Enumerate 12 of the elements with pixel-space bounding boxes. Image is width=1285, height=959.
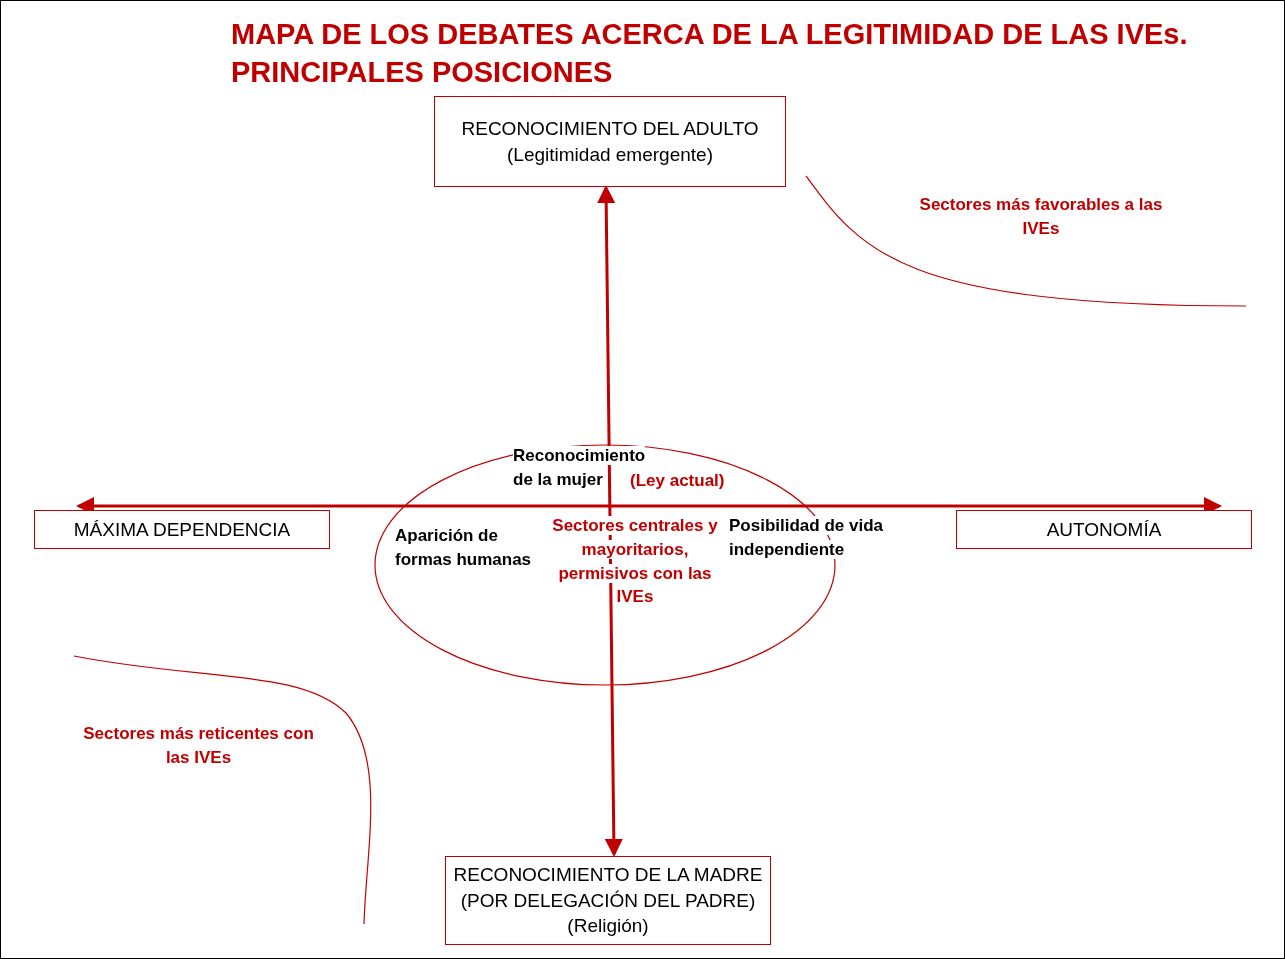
box-label: RECONOCIMIENTO DEL ADULTO [461,116,759,141]
category-box [434,96,786,187]
title: MAPA DE LOS DEBATES ACERCA DE LA LEGITIMIDAD DE LAS IVEs. PRINCIPALES POSICIONES [231,17,1189,90]
box-label: MÁXIMA DEPENDENCIA [73,517,291,542]
box-label: (Legitimidad emergente) [507,142,713,167]
category-box [445,856,771,945]
region-label: Posibilidad de vida independiente [729,515,884,561]
category-box [34,510,330,549]
category-box [956,510,1252,549]
arrow [597,185,623,857]
box-label: AUTONOMÍA [1046,517,1162,542]
box-label: RECONOCIMIENTO DE LA MADRE (POR DELEGACIÓN DEL PADRE) (Religión) [452,863,764,939]
